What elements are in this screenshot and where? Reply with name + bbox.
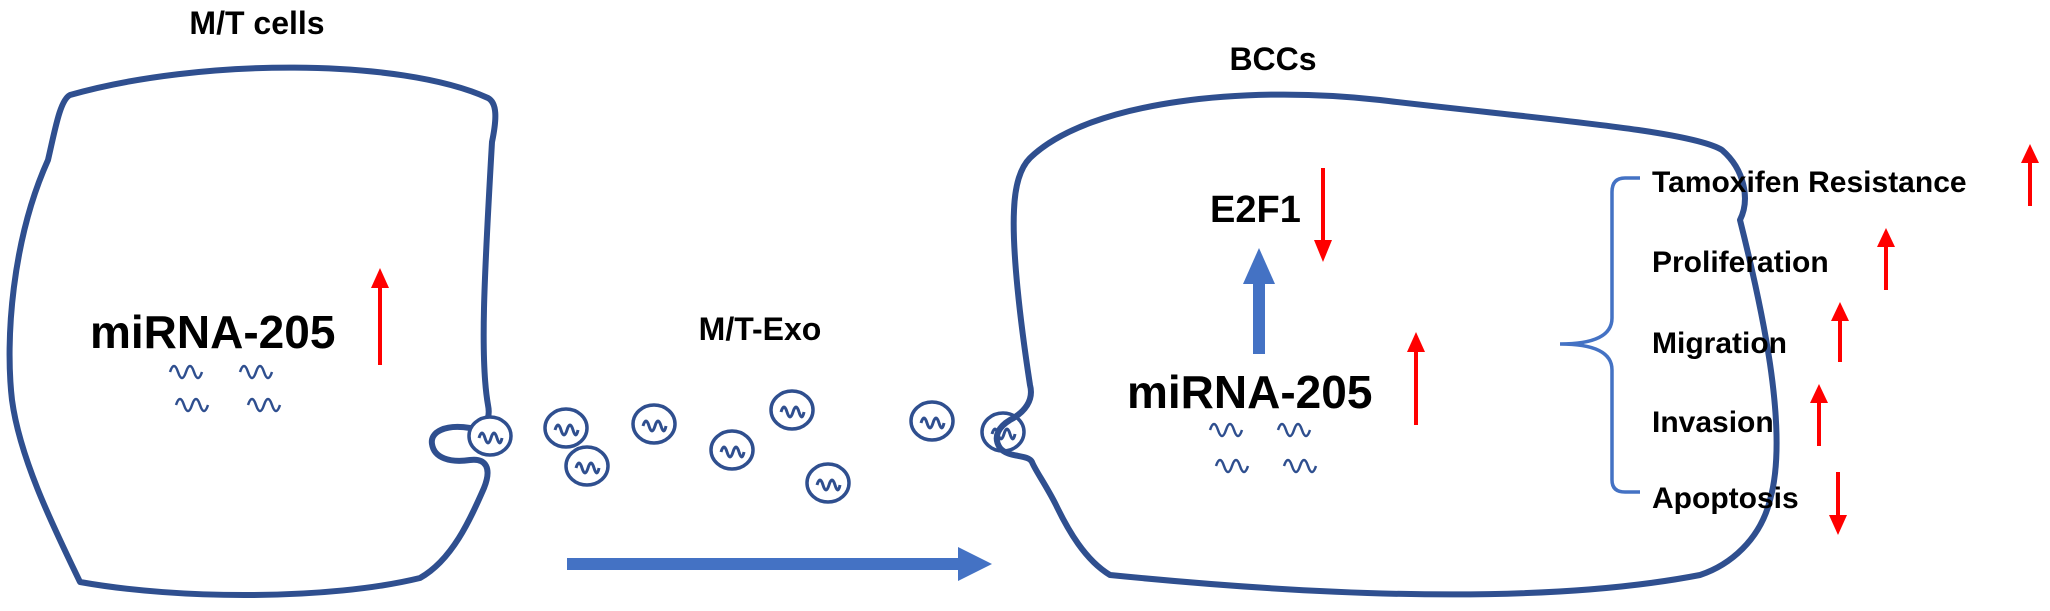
- exosome-vesicles: [467, 389, 1026, 504]
- recipient-mirna-strands: [1208, 422, 1318, 474]
- outcome-tamoxifen-up-arrow: [2021, 144, 2039, 206]
- outcome-bracket: [1559, 176, 1640, 494]
- outcome-proliferation-up-arrow: [1877, 228, 1895, 290]
- outcome-invasion: Invasion: [1652, 406, 1774, 439]
- e2f1-down-arrow: [1314, 168, 1332, 262]
- donor-mirna-strands: [168, 364, 282, 413]
- recipient-cell-membrane: [993, 91, 1780, 598]
- outcome-migration-up-arrow: [1831, 302, 1849, 362]
- outcome-apoptosis-down-arrow: [1829, 472, 1847, 535]
- recipient-up-arrow: [1407, 332, 1425, 425]
- outcome-proliferation: Proliferation: [1652, 246, 1829, 279]
- outcome-tamoxifen-resistance: Tamoxifen Resistance: [1652, 166, 1967, 199]
- transfer-arrow: [567, 547, 992, 581]
- donor-cell-title: M/T cells: [189, 5, 324, 41]
- outcome-invasion-up-arrow: [1810, 384, 1828, 446]
- recipient-mirna-label: miRNA-205: [1127, 366, 1372, 418]
- exosome-label: M/T-Exo: [699, 311, 822, 347]
- inhibition-up-arrow: [1243, 248, 1275, 354]
- donor-up-arrow: [371, 268, 389, 365]
- e2f1-label: E2F1: [1210, 189, 1301, 231]
- donor-cell-membrane: [6, 64, 499, 599]
- outcome-list: Tamoxifen Resistance Proliferation Migra…: [1652, 144, 2039, 535]
- outcome-apoptosis: Apoptosis: [1652, 482, 1799, 515]
- recipient-cell-title: BCCs: [1229, 41, 1316, 77]
- outcome-migration: Migration: [1652, 327, 1787, 360]
- donor-mirna-label: miRNA-205: [90, 306, 335, 358]
